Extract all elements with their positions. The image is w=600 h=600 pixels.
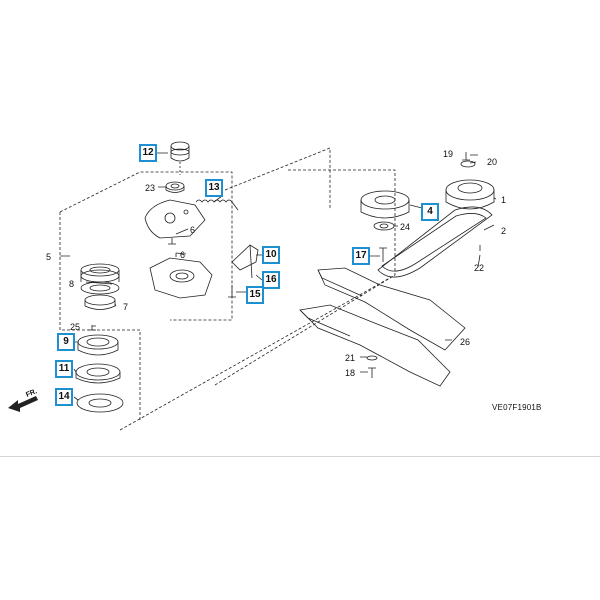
part-21-drawing xyxy=(366,355,378,361)
callout-24: 24 xyxy=(400,222,411,232)
diagram-code: VE07F1901B xyxy=(492,403,542,412)
part-20-drawing xyxy=(460,160,476,168)
callout-26: 26 xyxy=(460,337,471,347)
bottom-divider-line xyxy=(0,456,600,457)
right-frame xyxy=(288,169,396,275)
left-group-frame xyxy=(59,171,233,321)
callout-17[interactable]: 17 xyxy=(352,247,370,265)
callout-15[interactable]: 15 xyxy=(246,286,264,304)
callout-20: 20 xyxy=(487,157,498,167)
part-10-drawing xyxy=(231,244,259,279)
callout-11[interactable]: 11 xyxy=(55,360,73,378)
callout-5: 5 xyxy=(46,252,52,262)
callout-1: 1 xyxy=(501,195,507,205)
part-14-drawing xyxy=(76,393,124,413)
callout-10[interactable]: 10 xyxy=(262,246,280,264)
callout-4[interactable]: 4 xyxy=(421,203,439,221)
part-3-drawing xyxy=(168,238,176,245)
callout-25: 25 xyxy=(70,322,81,332)
part-6-drawing xyxy=(149,257,213,299)
center-group-frame xyxy=(224,147,331,210)
long-diagonal-frame-2 xyxy=(214,274,396,386)
part-1-drawing xyxy=(445,179,495,210)
callout-2: 2 xyxy=(501,226,507,236)
part-18-drawing xyxy=(368,367,376,378)
pulley-left-drawing xyxy=(360,190,410,219)
left-group-frame-lower xyxy=(59,212,141,420)
callout-7: 7 xyxy=(123,302,129,312)
callout-12[interactable]: 12 xyxy=(139,144,157,162)
callout-18: 18 xyxy=(345,368,356,378)
callout-16[interactable]: 16 xyxy=(262,271,280,289)
part-17-drawing xyxy=(379,247,387,262)
long-diagonal-frame xyxy=(119,274,396,431)
part-9-drawing xyxy=(77,334,119,356)
part-26-drawing xyxy=(299,267,466,387)
part-19-drawing xyxy=(462,152,470,161)
part-24-drawing xyxy=(373,221,395,231)
callout-22: 22 xyxy=(474,263,485,273)
callout-19: 19 xyxy=(443,149,454,159)
callout-6b: 6 xyxy=(180,250,186,260)
callout-8: 8 xyxy=(69,279,75,289)
callout-13[interactable]: 13 xyxy=(205,179,223,197)
part-8-drawing xyxy=(80,263,120,295)
bracket-plate-drawing xyxy=(144,199,206,239)
part-23-drawing xyxy=(165,181,185,193)
callout-9[interactable]: 9 xyxy=(57,333,75,351)
callout-14[interactable]: 14 xyxy=(55,388,73,406)
callout-23: 23 xyxy=(145,183,156,193)
callout-21: 21 xyxy=(345,353,356,363)
part-7-drawing xyxy=(84,294,116,310)
fr-direction-arrow xyxy=(8,396,38,412)
part-11-drawing xyxy=(75,363,121,384)
part-12-drawing xyxy=(170,141,190,175)
callout-6a: 6 xyxy=(190,225,196,235)
part-2-drawing xyxy=(377,206,493,278)
